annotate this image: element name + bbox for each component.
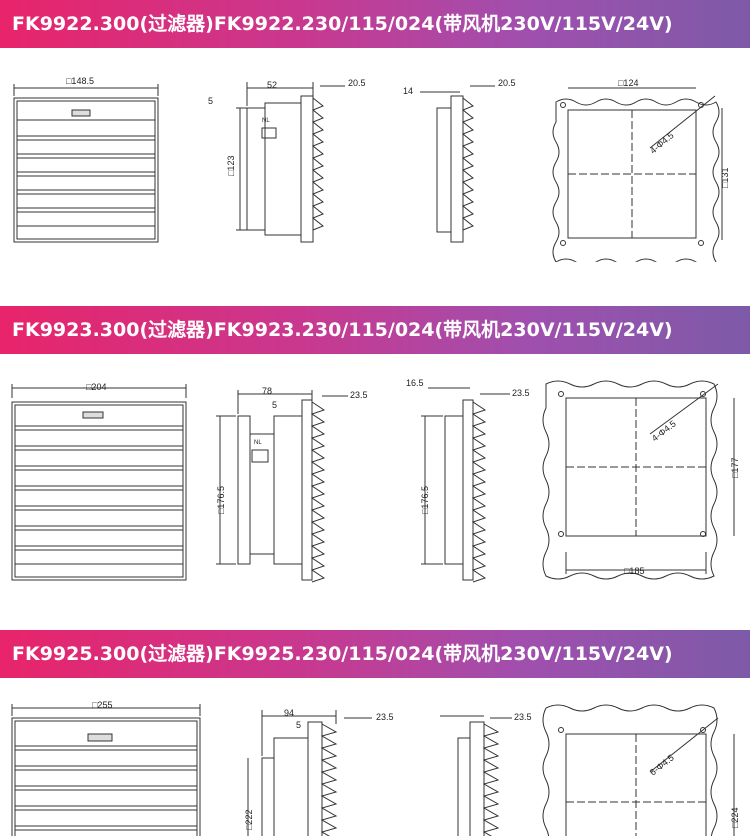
height-dimension: □222 (244, 809, 254, 830)
gap-dimension: 5 (208, 96, 214, 106)
cutout-height-dimension: □224 (730, 807, 740, 828)
front-dimension: 20.5 (348, 78, 366, 88)
filter-depth-dimension: 16.5 (406, 378, 424, 388)
width-dimension: □204 (86, 382, 107, 392)
width-dimension: □255 (92, 700, 113, 710)
filter-depth-dimension: 14 (403, 86, 414, 96)
front-dimension: 23.5 (376, 712, 394, 722)
cutout-view (552, 87, 723, 262)
section-2-drawings: □204 □176.5 78 23.5 5 NL 16.5 23.5 □176.… (0, 354, 750, 592)
front-grille (13, 84, 159, 243)
side-view-filter (421, 387, 510, 583)
cutout-width-dimension: □185 (624, 566, 645, 576)
gap-dimension: 5 (272, 400, 278, 410)
side-view-filter (440, 715, 512, 836)
side-view-filter (420, 85, 495, 243)
cutout-height-dimension: □131 (720, 167, 730, 188)
depth-dimension: 94 (284, 708, 295, 718)
section-2-title: FK9923.300(过滤器)FK9923.230/115/024(带风机230… (0, 306, 750, 354)
filter-front-dimension: 23.5 (512, 388, 530, 398)
height-dimension: □123 (226, 155, 236, 176)
section-2-drawing-canvas (11, 380, 735, 583)
cutout-height-dimension: □177 (730, 457, 740, 478)
cutout-width-dimension: □124 (618, 78, 639, 88)
filter-height-dimension: □176.5 (420, 486, 430, 514)
filter-front-dimension: 20.5 (498, 78, 516, 88)
front-grille (11, 384, 187, 581)
cutout-view (542, 380, 735, 580)
section-1-drawing-canvas (13, 82, 723, 262)
section-1-title: FK9922.300(过滤器)FK9922.230/115/024(带风机230… (0, 0, 750, 48)
side-view-fan (236, 82, 345, 243)
front-dimension: 23.5 (350, 390, 368, 400)
side-view-fan (216, 390, 348, 583)
section-1-drawings: □148.5 □123 52 20.5 5 NL 14 20.5 □124 □1… (0, 48, 750, 262)
section-3-drawings: □255 □222 94 23.5 5 23.5 □224 6-Φ4.5 (0, 678, 750, 836)
section-3-title: FK9925.300(过滤器)FK9925.230/115/024(带风机230… (0, 630, 750, 678)
depth-dimension: 52 (267, 80, 278, 90)
depth-dimension: 78 (262, 386, 273, 396)
width-dimension: □148.5 (66, 76, 94, 86)
front-grille (11, 704, 201, 836)
terminal-label: NL (262, 118, 270, 124)
gap-dimension: 5 (296, 720, 302, 730)
cutout-view (542, 704, 735, 836)
side-view-fan (247, 710, 372, 836)
section-3-drawing-canvas (11, 704, 735, 836)
terminal-label: NL (254, 440, 262, 446)
filter-front-dimension: 23.5 (514, 712, 532, 722)
height-dimension: □176.5 (216, 486, 226, 514)
